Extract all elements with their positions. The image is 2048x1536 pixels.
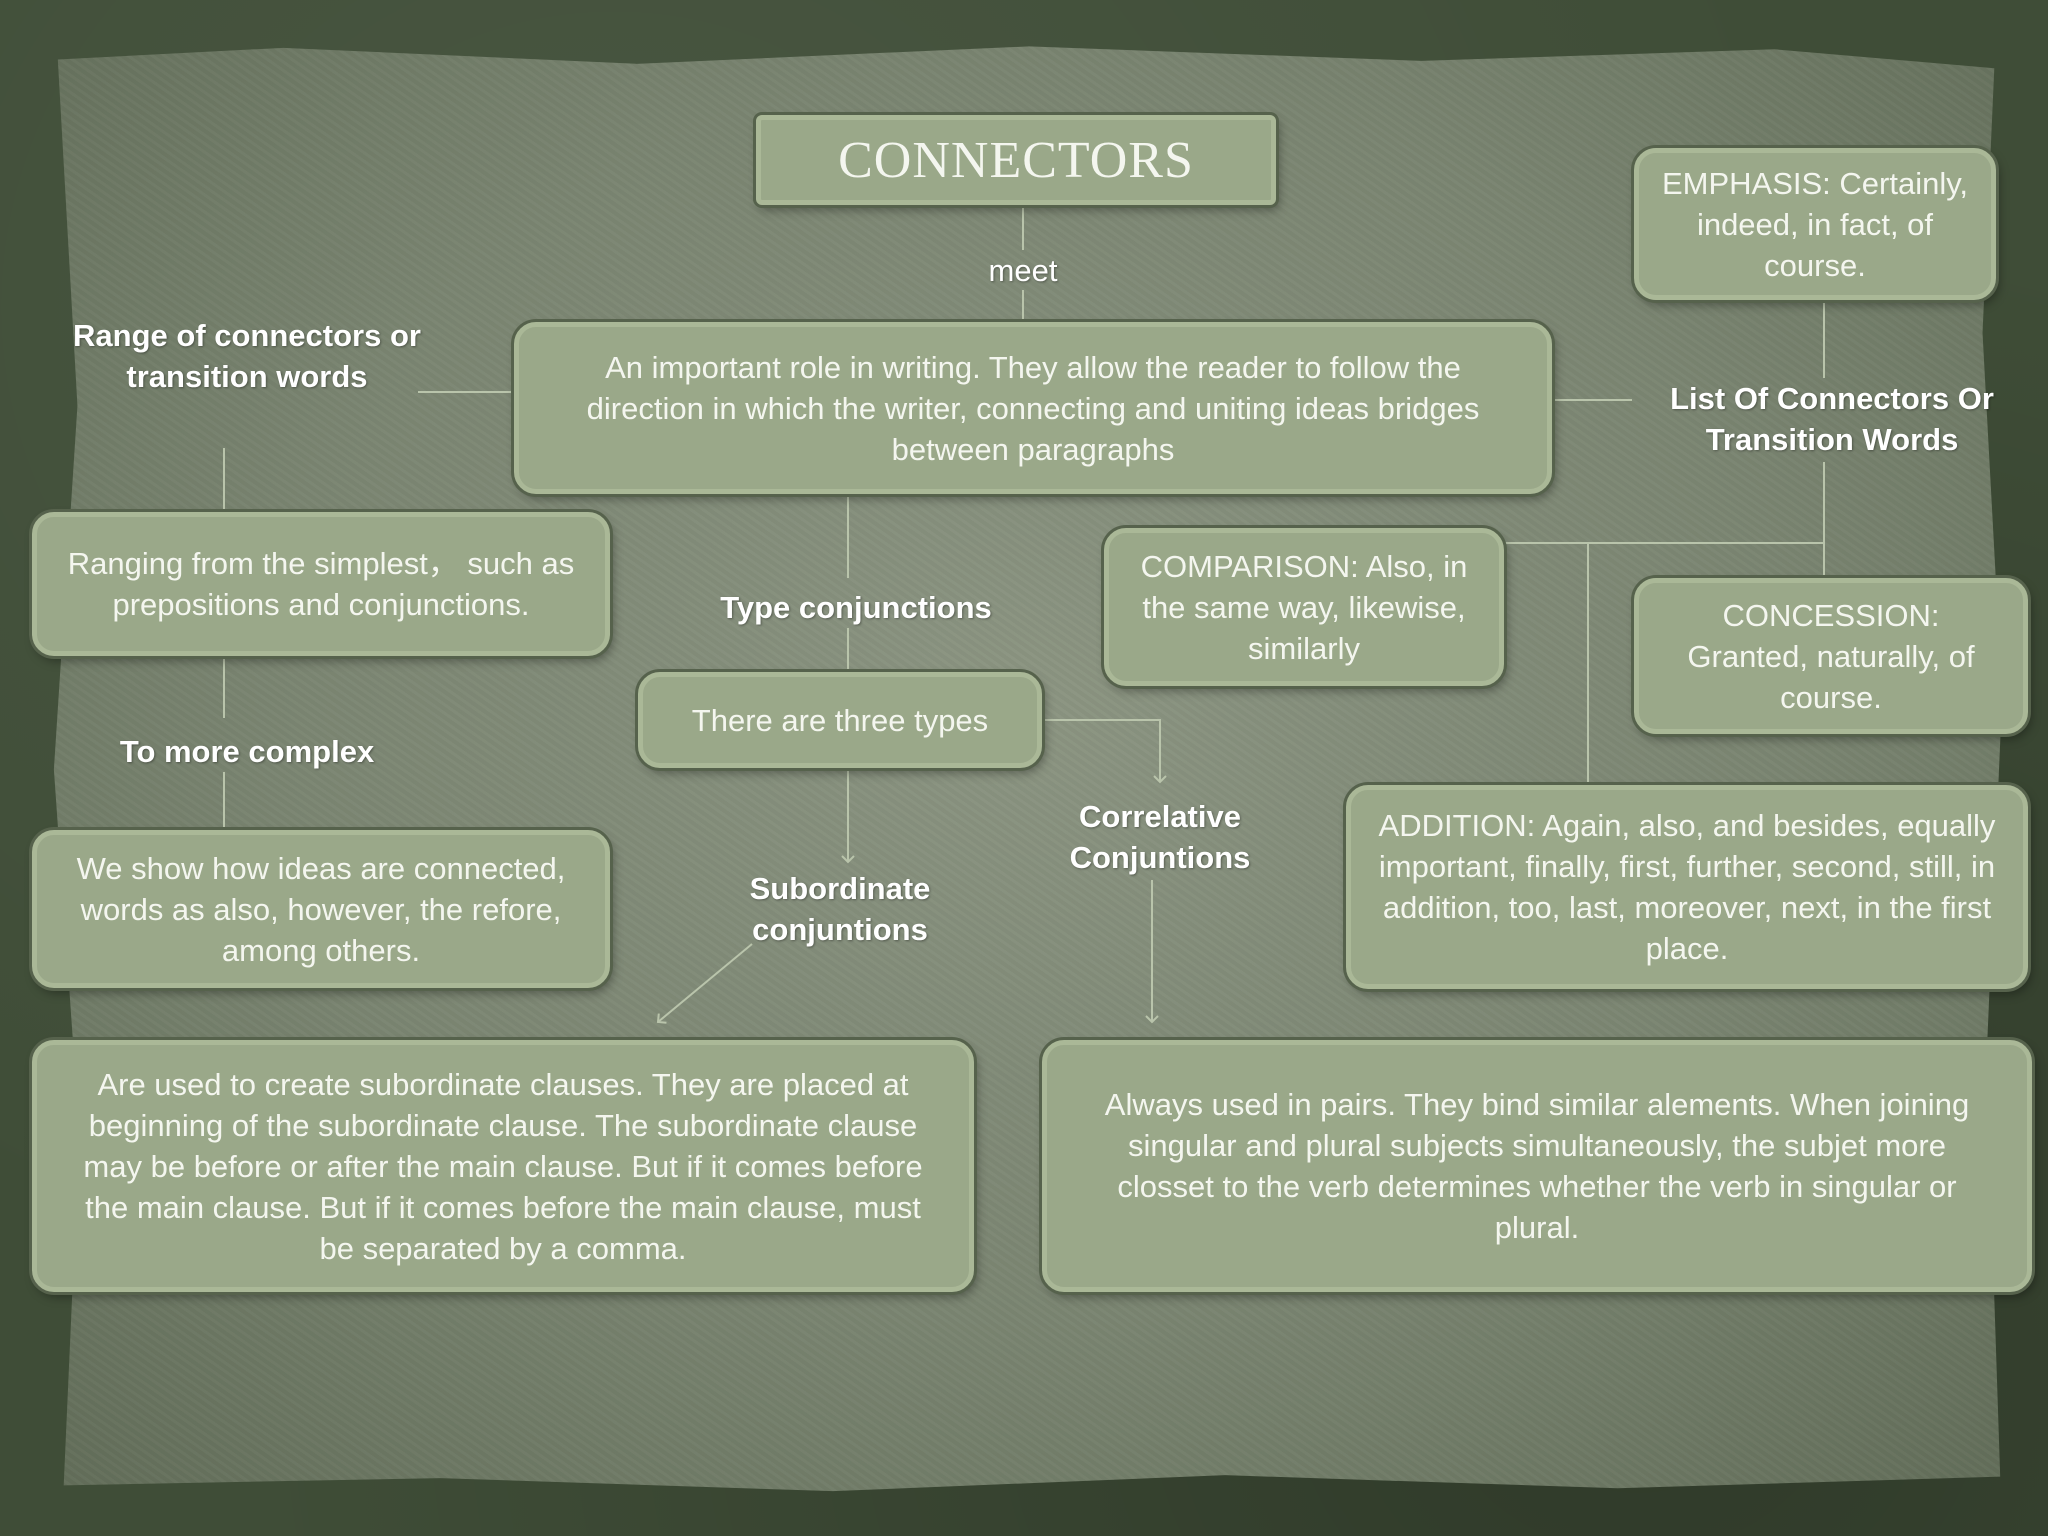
- three-types-text: There are three types: [691, 702, 989, 738]
- central-text: An important role in writing. They allow…: [586, 349, 1480, 467]
- subordinate-desc-text: Are used to create subordinate clauses. …: [83, 1066, 923, 1266]
- comparison-text: COMPARISON: Also, in the same way, likew…: [1140, 548, 1468, 666]
- title-box: CONNECTORS: [756, 115, 1276, 205]
- type-conjunctions-label: Type conjunctions: [720, 590, 992, 625]
- subordinate-desc-box: Are used to create subordinate clauses. …: [32, 1040, 974, 1292]
- complex-box: We show how ideas are connected, words a…: [32, 830, 610, 988]
- correlative-desc-box: Always used in pairs. They bind similar …: [1042, 1040, 2032, 1292]
- three-types-box: There are three types: [638, 672, 1042, 768]
- central-box: An important role in writing. They allow…: [514, 322, 1552, 494]
- addition-box: ADDITION: Again, also, and besides, equa…: [1346, 785, 2028, 989]
- diagram-title: CONNECTORS: [838, 131, 1194, 189]
- range-label: Range of connectors or transition words: [73, 318, 421, 394]
- correlative-desc-text: Always used in pairs. They bind similar …: [1104, 1087, 1970, 1245]
- emphasis-box: EMPHASIS: Certainly, indeed, in fact, of…: [1634, 148, 1996, 300]
- subordinate-label: Subordinate conjuntions: [749, 871, 931, 947]
- more-complex-label: To more complex: [119, 734, 375, 769]
- concession-text: CONCESSION: Granted, naturally, of cours…: [1687, 597, 1975, 715]
- meet-label: meet: [988, 253, 1058, 288]
- addition-text: ADDITION: Again, also, and besides, equa…: [1378, 808, 1996, 966]
- correlative-label: Correlative Conjuntions: [1069, 799, 1251, 875]
- complex-text: We show how ideas are connected, words a…: [76, 850, 566, 968]
- comparison-box: COMPARISON: Also, in the same way, likew…: [1104, 528, 1504, 686]
- arrow-three-to-correlative: [1038, 719, 1167, 784]
- emphasis-text: EMPHASIS: Certainly, indeed, in fact, of…: [1661, 165, 1969, 283]
- simplest-text: Ranging from the simplest， such as prepo…: [67, 546, 575, 622]
- simplest-box: Ranging from the simplest， such as prepo…: [32, 512, 610, 656]
- list-connectors-label: List Of Connectors Or Transition Words: [1670, 381, 1994, 457]
- arrow-subordinate-to-desc: [656, 943, 753, 1024]
- concession-box: CONCESSION: Granted, naturally, of cours…: [1634, 578, 2028, 734]
